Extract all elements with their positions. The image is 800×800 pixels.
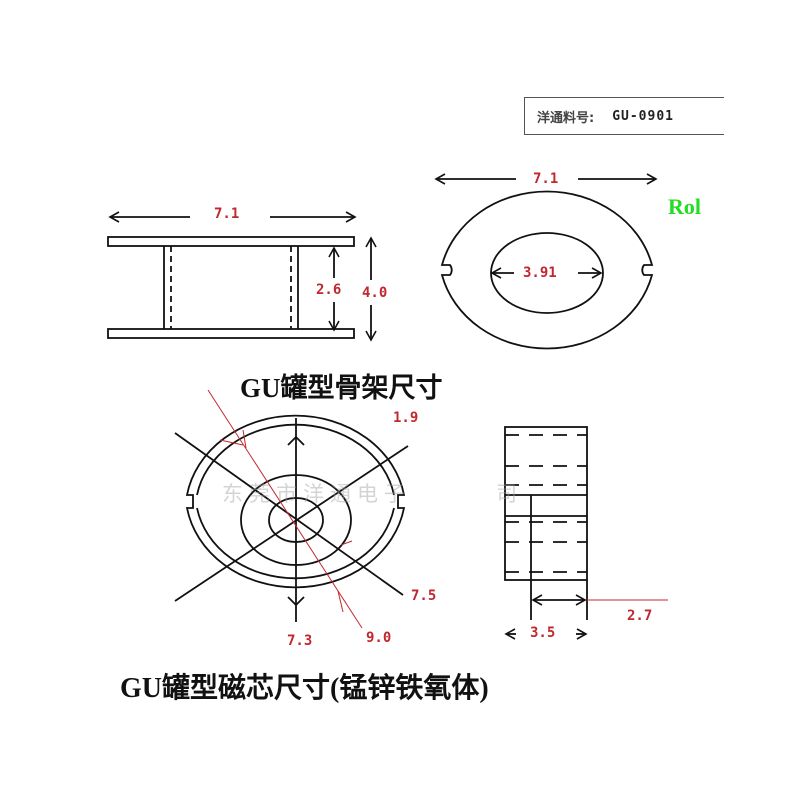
dim-bobbin-outer-diameter: 7.1	[533, 171, 559, 187]
dim-core-d5: 2.7	[627, 608, 653, 624]
dim-core-d1: 1.9	[393, 410, 419, 426]
part-number-label: 洋通料号:	[537, 110, 595, 126]
watermark-suffix: 司	[496, 482, 517, 506]
dim-core-d3: 7.3	[287, 633, 313, 649]
part-number-value: GU-0901	[612, 108, 674, 124]
dim-bobbin-inner-height: 2.6	[316, 282, 342, 298]
core-leader-lines	[207, 389, 363, 629]
part-number-box: 洋通料号: GU-0901	[524, 97, 724, 135]
bobbin-side-view	[107, 211, 377, 342]
dim-core-d2: 7.5	[411, 588, 437, 604]
core-top-view	[174, 414, 409, 622]
bobbin-top-view	[434, 173, 658, 350]
brand-fragment: Rol	[668, 194, 701, 219]
dim-core-d4: 9.0	[366, 630, 392, 646]
bobbin-title: GU罐型骨架尺寸	[240, 373, 443, 403]
dim-bobbin-width: 7.1	[214, 206, 240, 222]
core-side-view	[504, 426, 588, 640]
dim-bobbin-total-height: 4.0	[362, 285, 388, 301]
core-title: GU罐型磁芯尺寸(锰锌铁氧体)	[120, 673, 489, 704]
dim-bobbin-inner-diameter: 3.91	[523, 265, 557, 281]
watermark: 东莞市洋通电子	[222, 482, 411, 506]
dim-core-d6: 3.5	[530, 625, 556, 641]
